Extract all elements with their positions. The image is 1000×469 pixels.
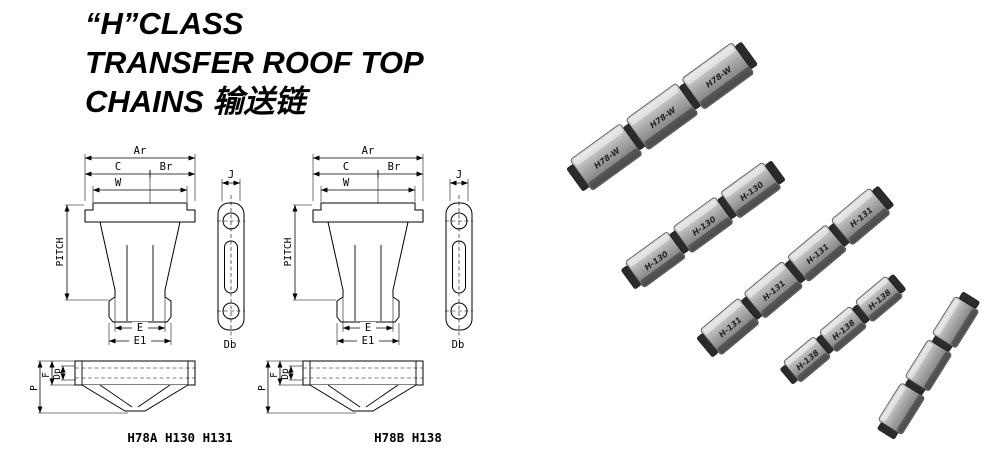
dim-label-f: F bbox=[41, 372, 52, 378]
dimension-lines bbox=[37, 154, 241, 414]
chain-photo-item-3: H-131 H-131 H-131 H-131 bbox=[697, 186, 894, 357]
dim-label-j: J bbox=[228, 169, 234, 181]
title-line-1: “H”CLASS bbox=[85, 6, 244, 41]
dim-label-e1: E1 bbox=[134, 335, 147, 347]
dim-label-dp: Dp bbox=[52, 368, 63, 380]
chain-link: H78-W bbox=[682, 43, 754, 109]
dim-label-c: C bbox=[115, 161, 121, 173]
dim-label-p: P bbox=[257, 385, 268, 391]
chain-link bbox=[905, 340, 952, 391]
front-view bbox=[312, 202, 424, 323]
dim-label-br: Br bbox=[160, 161, 173, 173]
side-view bbox=[217, 195, 245, 339]
chain-link bbox=[932, 296, 979, 348]
dim-label-w: W bbox=[343, 177, 350, 189]
title-line-2: TRANSFER ROOF TOP bbox=[85, 45, 424, 80]
drawing-group-h78a: Ar C Br W PITCH E E1 J Db P F Dp H78A H1… bbox=[30, 145, 245, 445]
chain-link: H78-W bbox=[570, 124, 642, 190]
chain-photo-item-2: H-130 H-130 H-130 bbox=[621, 161, 785, 289]
dim-label-f: F bbox=[269, 372, 280, 378]
bottom-view bbox=[302, 360, 424, 412]
dim-label-p: P bbox=[30, 385, 40, 391]
chain-photo-item-4: H-138 H-138 H-138 bbox=[780, 274, 906, 384]
bottom-v-profile bbox=[81, 384, 189, 412]
dim-label-ar: Ar bbox=[362, 145, 375, 157]
drawing-group-h78b: Ar C Br W PITCH E E1 J Db P F Dp H78B H1… bbox=[257, 145, 473, 445]
bottom-v-profile bbox=[309, 384, 417, 412]
top-plate-outline bbox=[312, 202, 424, 223]
chain-link: H-131 bbox=[700, 298, 759, 355]
dim-label-pitch: PITCH bbox=[55, 237, 66, 266]
chain-photo-item-1: H78-W H78-W H78-W bbox=[567, 42, 758, 191]
product-photo: H78-W H78-W H78-W bbox=[567, 42, 980, 439]
chain-link: H-138 bbox=[819, 306, 867, 352]
dim-label-db: Db bbox=[224, 339, 237, 351]
bottom-view bbox=[74, 360, 196, 412]
dimension-lines bbox=[265, 154, 469, 414]
top-plate-outline bbox=[84, 202, 196, 223]
bottom-plate-outline bbox=[302, 360, 424, 386]
side-view bbox=[445, 195, 473, 339]
chain-link: H-138 bbox=[855, 276, 903, 322]
title-line-3: CHAINS 输送链 bbox=[85, 84, 306, 119]
front-view bbox=[84, 202, 196, 323]
technical-drawings: Ar C Br W PITCH E E1 J Db P F Dp H78A H1… bbox=[30, 145, 473, 445]
chain-photo-item-5 bbox=[877, 292, 980, 439]
drawing-caption-h78b: H78B H138 bbox=[374, 430, 442, 445]
page-title: “H”CLASS TRANSFER ROOF TOP CHAINS 输送链 bbox=[85, 4, 424, 121]
dim-label-w: W bbox=[115, 177, 122, 189]
chain-link: H-138 bbox=[783, 337, 831, 382]
chain-link: H-131 bbox=[788, 225, 847, 282]
dim-label-pitch: PITCH bbox=[283, 237, 294, 266]
link-body-outline bbox=[99, 221, 181, 323]
dim-label-e: E bbox=[137, 322, 143, 334]
chain-link: H78-W bbox=[626, 83, 698, 150]
dim-label-ar: Ar bbox=[134, 145, 147, 157]
chain-link: H-131 bbox=[831, 188, 890, 245]
drawing-caption-h78a: H78A H130 H131 bbox=[127, 430, 232, 445]
dim-label-br: Br bbox=[388, 161, 401, 173]
dim-label-e: E bbox=[365, 322, 371, 334]
dim-label-dp: Dp bbox=[280, 368, 291, 380]
chain-link: H-130 bbox=[721, 162, 781, 218]
chain-link: H-130 bbox=[673, 197, 733, 253]
dim-label-db: Db bbox=[452, 339, 465, 351]
chain-link bbox=[878, 383, 925, 435]
dim-label-e1: E1 bbox=[362, 335, 375, 347]
dim-label-c: C bbox=[343, 161, 349, 173]
dim-label-j: J bbox=[456, 169, 462, 181]
link-body-outline bbox=[327, 221, 409, 323]
bottom-plate-outline bbox=[74, 360, 196, 386]
